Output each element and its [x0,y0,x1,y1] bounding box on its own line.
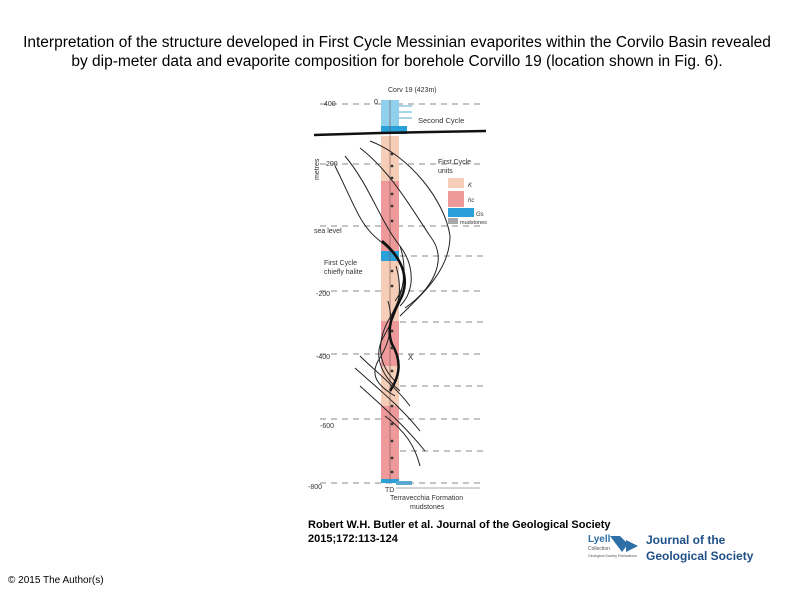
tick-200: 200 [326,161,338,168]
second-cycle-label: Second Cycle [418,116,464,125]
lyell-arrowhead-icon [626,540,638,552]
main-fold-trace [381,240,407,392]
borehole-figure: First Cycle units K hc Gs mudstones Corv… [300,86,500,516]
citation-line-1: Robert W.H. Butler et al. Journal of the… [308,519,611,531]
first-cycle-label-2: chiefly halite [324,269,363,276]
lyell-journal-logo: Lyell Collection Geological Society Publ… [588,533,754,563]
top-depth-label: 0 [374,99,378,106]
dipmeter-marks [390,152,394,474]
lyell-collection-word: Collection [588,546,610,552]
copyright-notice: © 2015 The Author(s) [8,575,104,586]
lyell-subtitle: Geological Society Publications [588,554,637,558]
td-label: TD [385,487,394,494]
legend-swatch-hc [448,191,464,207]
borehole-diagram: First Cycle units K hc Gs mudstones Corv… [308,87,487,511]
tick-sea-level: sea level [314,228,342,235]
legend-label-hc: hc [468,198,474,204]
publisher-logos: Lyell Collection Geological Society Publ… [586,530,756,566]
legend-label-k: K [468,183,473,189]
tick-minus-800: -800 [308,484,322,491]
base-second-cycle-unconformity [313,129,487,137]
journal-title-2: Geological Society [646,549,754,563]
tick-minus-200: -200 [316,291,330,298]
legend-swatch-k [448,178,464,188]
legend-swatch-gs [448,208,474,217]
lyell-arrow-icon [610,536,628,552]
legend: First Cycle units K hc Gs mudstones [438,159,487,226]
x-marker: X [408,353,414,362]
journal-title-1: Journal of the [646,533,726,547]
tick-minus-400: -400 [316,354,330,361]
legend-title-1: First Cycle [438,159,471,166]
legend-title-2: units [438,168,453,175]
gypsum-layer-top [381,126,407,134]
legend-label-mudstones: mudstones [460,220,487,226]
tick-minus-600: -600 [320,423,334,430]
lyell-word: Lyell [588,534,611,545]
citation-line-2: 2015;172:113-124 [308,533,398,545]
borehole-label: Corv 19 (423m) [388,87,437,94]
depth-gridlines [320,103,485,484]
axis-label-metres: metres [314,158,321,180]
first-cycle-label-1: First Cycle [324,260,357,267]
base-label-1: Terravecchia Formation [390,495,463,502]
td-marker-bar [396,481,412,485]
slide-title: Interpretation of the structure develope… [23,34,771,70]
legend-label-gs: Gs [476,212,484,218]
tick-400: 400 [324,101,336,108]
second-cycle-ticks [399,105,412,119]
base-label-2: mudstones [410,504,445,511]
citation: Robert W.H. Butler et al. Journal of the… [308,518,611,546]
legend-swatch-mudstones [448,218,458,224]
